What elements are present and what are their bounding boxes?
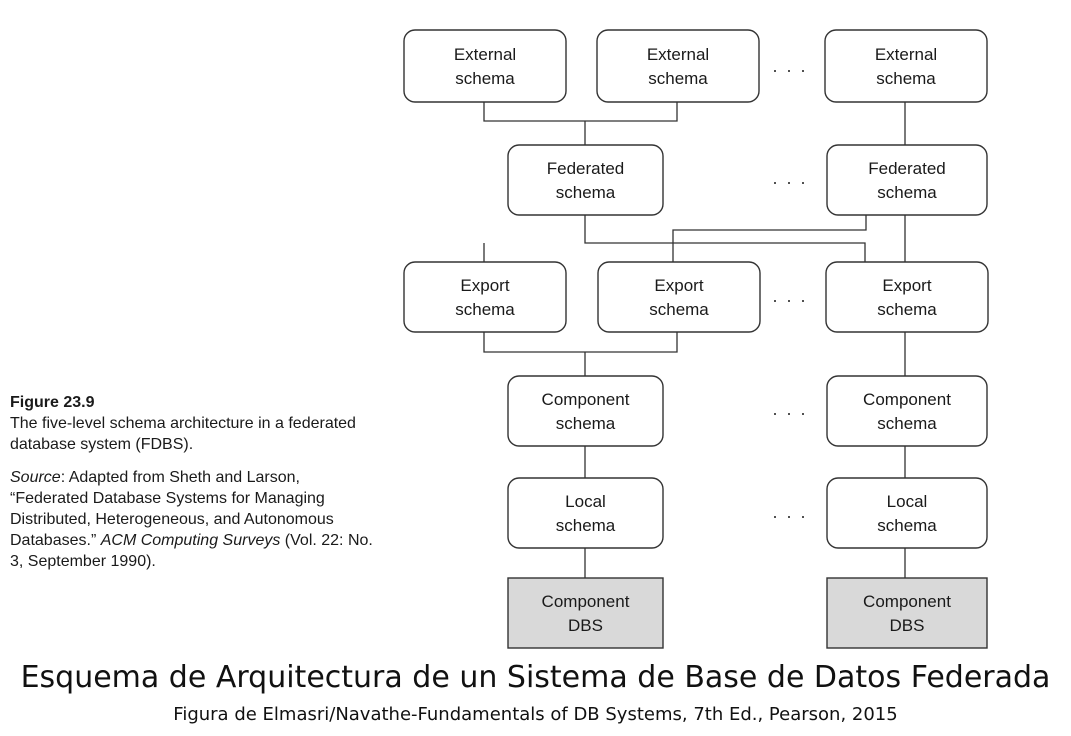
component-schema-box-2-label-line-2: schema bbox=[877, 414, 937, 433]
ellipsis-3: . . . bbox=[772, 286, 807, 306]
external-schema-box-3-frame bbox=[824, 29, 988, 103]
federated-schema-box-2: Federated schema bbox=[826, 144, 988, 216]
external-schema-box-3-label-line-1: External bbox=[875, 45, 937, 64]
footer-subtitle: Figura de Elmasri/Navathe-Fundamentals o… bbox=[173, 704, 898, 725]
export-schema-box-2-label-line-1: Export bbox=[654, 276, 703, 295]
external-schema-box-1-frame bbox=[403, 29, 567, 103]
external-schema-box-1-label-line-1: External bbox=[454, 45, 516, 64]
external-schema-box-1-label-line-2: schema bbox=[455, 69, 515, 88]
source-details: (Vol. 22: No. 3, September 1990). bbox=[10, 532, 373, 570]
federated-schema-box-2-frame bbox=[826, 144, 988, 216]
export-schema-box-3-label-line-1: Export bbox=[882, 276, 931, 295]
schema-architecture-diagram: External schema External schema External sche… bbox=[403, 29, 989, 649]
component-dbs-box-1-label-line-1: Component bbox=[542, 592, 630, 611]
external-schema-box-2-label-line-1: External bbox=[647, 45, 709, 64]
figure-source: Source: Adapted from Sheth and Larson, “… bbox=[10, 467, 380, 572]
component-schema-box-1: Component schema bbox=[507, 375, 664, 447]
connector-line-6 bbox=[672, 215, 867, 262]
ellipsis-marks: . . . . . . . . . . . . . . . bbox=[772, 56, 807, 522]
source-text: : Adapted from Sheth and Larson, “Federa… bbox=[10, 469, 334, 549]
connector-line-8 bbox=[483, 332, 678, 353]
connector-lines bbox=[483, 102, 906, 578]
export-schema-box-1-label-line-1: Export bbox=[460, 276, 509, 295]
external-schema-box-3: External schema bbox=[824, 29, 988, 103]
local-schema-box-1-label-line-1: Local bbox=[565, 492, 606, 511]
source-label: Source bbox=[10, 469, 61, 486]
external-schema-box-3-label-line-2: schema bbox=[876, 69, 936, 88]
ellipsis-2: . . . bbox=[772, 168, 807, 188]
schema-boxes: External schema External schema External sche… bbox=[403, 29, 989, 649]
figure-description: The five-level schema architecture in a … bbox=[10, 415, 356, 453]
footer-title: Esquema de Arquitectura de un Sistema de… bbox=[20, 660, 1051, 695]
local-schema-box-2: Local schema bbox=[826, 477, 988, 549]
figure-caption: Figure 23.9 The five-level schema archit… bbox=[10, 392, 380, 572]
source-journal: ACM Computing Surveys bbox=[100, 532, 281, 549]
local-schema-box-2-label-line-1: Local bbox=[887, 492, 928, 511]
ellipsis-4: . . . bbox=[772, 399, 807, 419]
federated-schema-box-2-label-line-2: schema bbox=[877, 183, 937, 202]
component-schema-box-1-frame bbox=[507, 375, 664, 447]
connector-line-4 bbox=[584, 215, 866, 262]
component-schema-box-1-label-line-1: Component bbox=[542, 390, 630, 409]
component-dbs-box-1-label-line-2: DBS bbox=[568, 616, 603, 635]
external-schema-box-2: External schema bbox=[596, 29, 760, 103]
federated-schema-box-1: Federated schema bbox=[507, 144, 664, 216]
export-schema-box-1: Export schema bbox=[403, 261, 567, 333]
component-dbs-box-1-frame bbox=[507, 577, 664, 649]
export-schema-box-3: Export schema bbox=[825, 261, 989, 333]
export-schema-box-3-frame bbox=[825, 261, 989, 333]
component-dbs-box-2-label-line-2: DBS bbox=[890, 616, 925, 635]
local-schema-box-2-frame bbox=[826, 477, 988, 549]
component-schema-box-2-frame bbox=[826, 375, 988, 447]
component-schema-box-2: Component schema bbox=[826, 375, 988, 447]
export-schema-box-2: Export schema bbox=[597, 261, 761, 333]
external-schema-box-2-frame bbox=[596, 29, 760, 103]
export-schema-box-3-label-line-2: schema bbox=[877, 300, 937, 319]
export-schema-box-2-label-line-2: schema bbox=[649, 300, 709, 319]
federated-schema-box-1-frame bbox=[507, 144, 664, 216]
export-schema-box-2-frame bbox=[597, 261, 761, 333]
component-dbs-box-2-label-line-1: Component bbox=[863, 592, 951, 611]
local-schema-box-1: Local schema bbox=[507, 477, 664, 549]
export-schema-box-1-label-line-2: schema bbox=[455, 300, 515, 319]
external-schema-box-1: External schema bbox=[403, 29, 567, 103]
component-dbs-box-2-frame bbox=[826, 577, 988, 649]
ellipsis-1: . . . bbox=[772, 56, 807, 76]
federated-schema-box-1-label-line-2: schema bbox=[556, 183, 616, 202]
export-schema-box-1-frame bbox=[403, 261, 567, 333]
connector-line-1 bbox=[483, 102, 678, 122]
local-schema-box-2-label-line-2: schema bbox=[877, 516, 937, 535]
external-schema-box-2-label-line-2: schema bbox=[648, 69, 708, 88]
component-schema-box-1-label-line-2: schema bbox=[556, 414, 616, 433]
ellipsis-5: . . . bbox=[772, 502, 807, 522]
local-schema-box-1-frame bbox=[507, 477, 664, 549]
local-schema-box-1-label-line-2: schema bbox=[556, 516, 616, 535]
federated-schema-box-2-label-line-1: Federated bbox=[868, 159, 946, 178]
federated-schema-box-1-label-line-1: Federated bbox=[547, 159, 625, 178]
component-schema-box-2-label-line-1: Component bbox=[863, 390, 951, 409]
figure-number: Figure 23.9 bbox=[10, 394, 95, 411]
